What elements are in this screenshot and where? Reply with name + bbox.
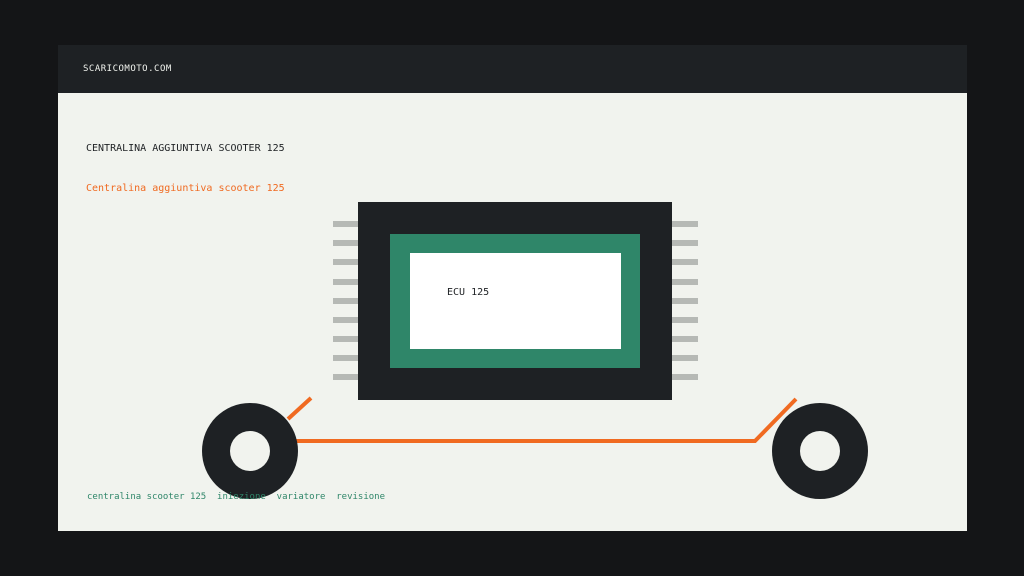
wire-line	[254, 397, 798, 443]
pin	[672, 279, 698, 285]
pin	[333, 298, 358, 304]
pin	[672, 240, 698, 246]
pin	[672, 355, 698, 361]
pin	[672, 374, 698, 380]
pin	[333, 317, 358, 323]
pin	[333, 279, 358, 285]
pin	[672, 259, 698, 265]
tag-list: centralina scooter 125 iniezione variato…	[87, 492, 386, 502]
left-wheel-hub	[230, 431, 270, 471]
ecu-chip-screen	[410, 253, 621, 349]
ecu-illustration	[202, 202, 868, 499]
pin	[333, 240, 358, 246]
page-title: CENTRALINA AGGIUNTIVA SCOOTER 125	[86, 143, 285, 154]
pin	[333, 355, 358, 361]
right-wheel-hub	[800, 431, 840, 471]
pin	[333, 259, 358, 265]
pin	[333, 336, 358, 342]
pin	[333, 221, 358, 227]
left-pins	[333, 221, 358, 380]
wire-left-diagonal	[286, 396, 313, 421]
content-panel: SCARICOMOTO.COM CENTRALINA AGGIUNTIVA SC…	[58, 45, 967, 531]
pin	[672, 336, 698, 342]
pin	[672, 221, 698, 227]
header-bar: SCARICOMOTO.COM	[58, 45, 967, 93]
pin	[672, 298, 698, 304]
pin	[333, 374, 358, 380]
right-pins	[672, 221, 698, 380]
right-wheel	[772, 403, 868, 499]
ecu-label: ECU 125	[447, 287, 490, 298]
page-subtitle: Centralina aggiuntiva scooter 125	[86, 183, 285, 194]
left-wheel	[202, 403, 298, 499]
site-logo-text[interactable]: SCARICOMOTO.COM	[83, 64, 172, 74]
pin	[672, 317, 698, 323]
